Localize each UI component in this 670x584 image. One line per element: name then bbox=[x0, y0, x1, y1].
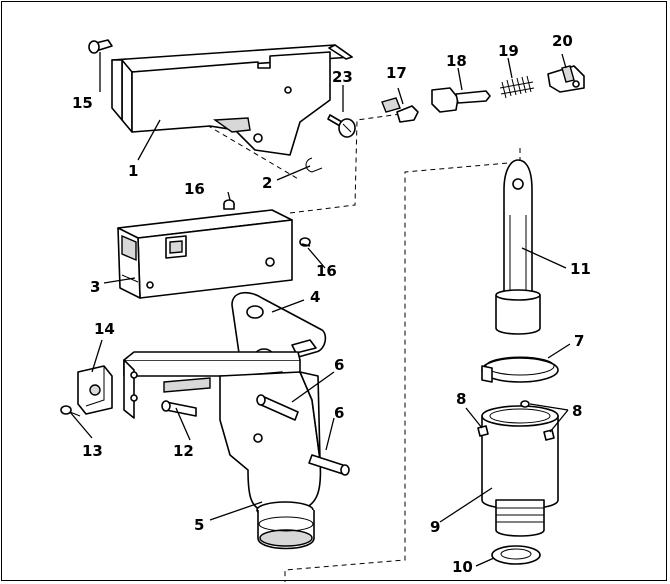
part-7-clamp-ring bbox=[481, 356, 559, 383]
callout-11: 11 bbox=[570, 260, 591, 278]
part-3-housing bbox=[117, 209, 293, 299]
callout-15: 15 bbox=[72, 94, 93, 112]
part-12-pin bbox=[161, 400, 197, 417]
part-1-cover-bracket bbox=[88, 39, 353, 156]
callout-labels: 15 1 2 23 17 18 19 20 16 16 3 4 14 6 6 1… bbox=[72, 32, 591, 576]
callout-8-right: 8 bbox=[572, 402, 582, 420]
assembly-dashed-lines bbox=[121, 74, 521, 582]
part-13-screw bbox=[60, 405, 81, 417]
callout-23: 23 bbox=[332, 68, 353, 86]
callout-9: 9 bbox=[430, 518, 440, 536]
callout-14: 14 bbox=[94, 320, 115, 338]
callout-5: 5 bbox=[194, 516, 204, 534]
callout-1: 1 bbox=[128, 162, 138, 180]
callout-18: 18 bbox=[446, 52, 467, 70]
callout-10: 10 bbox=[452, 558, 473, 576]
part-16-screw-lower bbox=[299, 237, 311, 247]
callout-8-left: 8 bbox=[456, 390, 466, 408]
callout-19: 19 bbox=[498, 42, 519, 60]
part-16-screw-upper bbox=[223, 199, 235, 210]
part-17-small-cam bbox=[381, 97, 419, 123]
part-10-washer bbox=[491, 545, 541, 565]
callout-6-lower: 6 bbox=[334, 404, 344, 422]
part-18-pin bbox=[431, 87, 491, 113]
part-9-cylinder bbox=[481, 405, 559, 537]
part-6-pin-lower bbox=[308, 454, 350, 476]
part-5-base-body bbox=[123, 351, 322, 550]
callout-12: 12 bbox=[173, 442, 194, 460]
callout-4: 4 bbox=[310, 288, 320, 306]
leader-lines bbox=[69, 52, 571, 567]
callout-6-upper: 6 bbox=[334, 356, 344, 374]
callout-13: 13 bbox=[82, 442, 103, 460]
callout-17: 17 bbox=[386, 64, 407, 82]
callout-3: 3 bbox=[90, 278, 100, 296]
part-23-screw bbox=[327, 114, 356, 138]
callout-16-upper: 16 bbox=[184, 180, 205, 198]
part-8-screw-right bbox=[543, 429, 555, 441]
callout-16-lower: 16 bbox=[316, 262, 337, 280]
callout-20: 20 bbox=[552, 32, 573, 50]
part-8-screw-left bbox=[477, 425, 489, 437]
part-8-screw-top bbox=[520, 400, 530, 408]
part-19-spring bbox=[499, 75, 535, 99]
callout-2: 2 bbox=[262, 174, 272, 192]
part-14-plate bbox=[77, 365, 113, 415]
part-6-pin-upper bbox=[256, 394, 299, 421]
callout-7: 7 bbox=[574, 332, 584, 350]
part-2-clip bbox=[305, 157, 323, 173]
part-20-slotted-block bbox=[547, 65, 585, 93]
part-11-rod bbox=[495, 159, 541, 335]
